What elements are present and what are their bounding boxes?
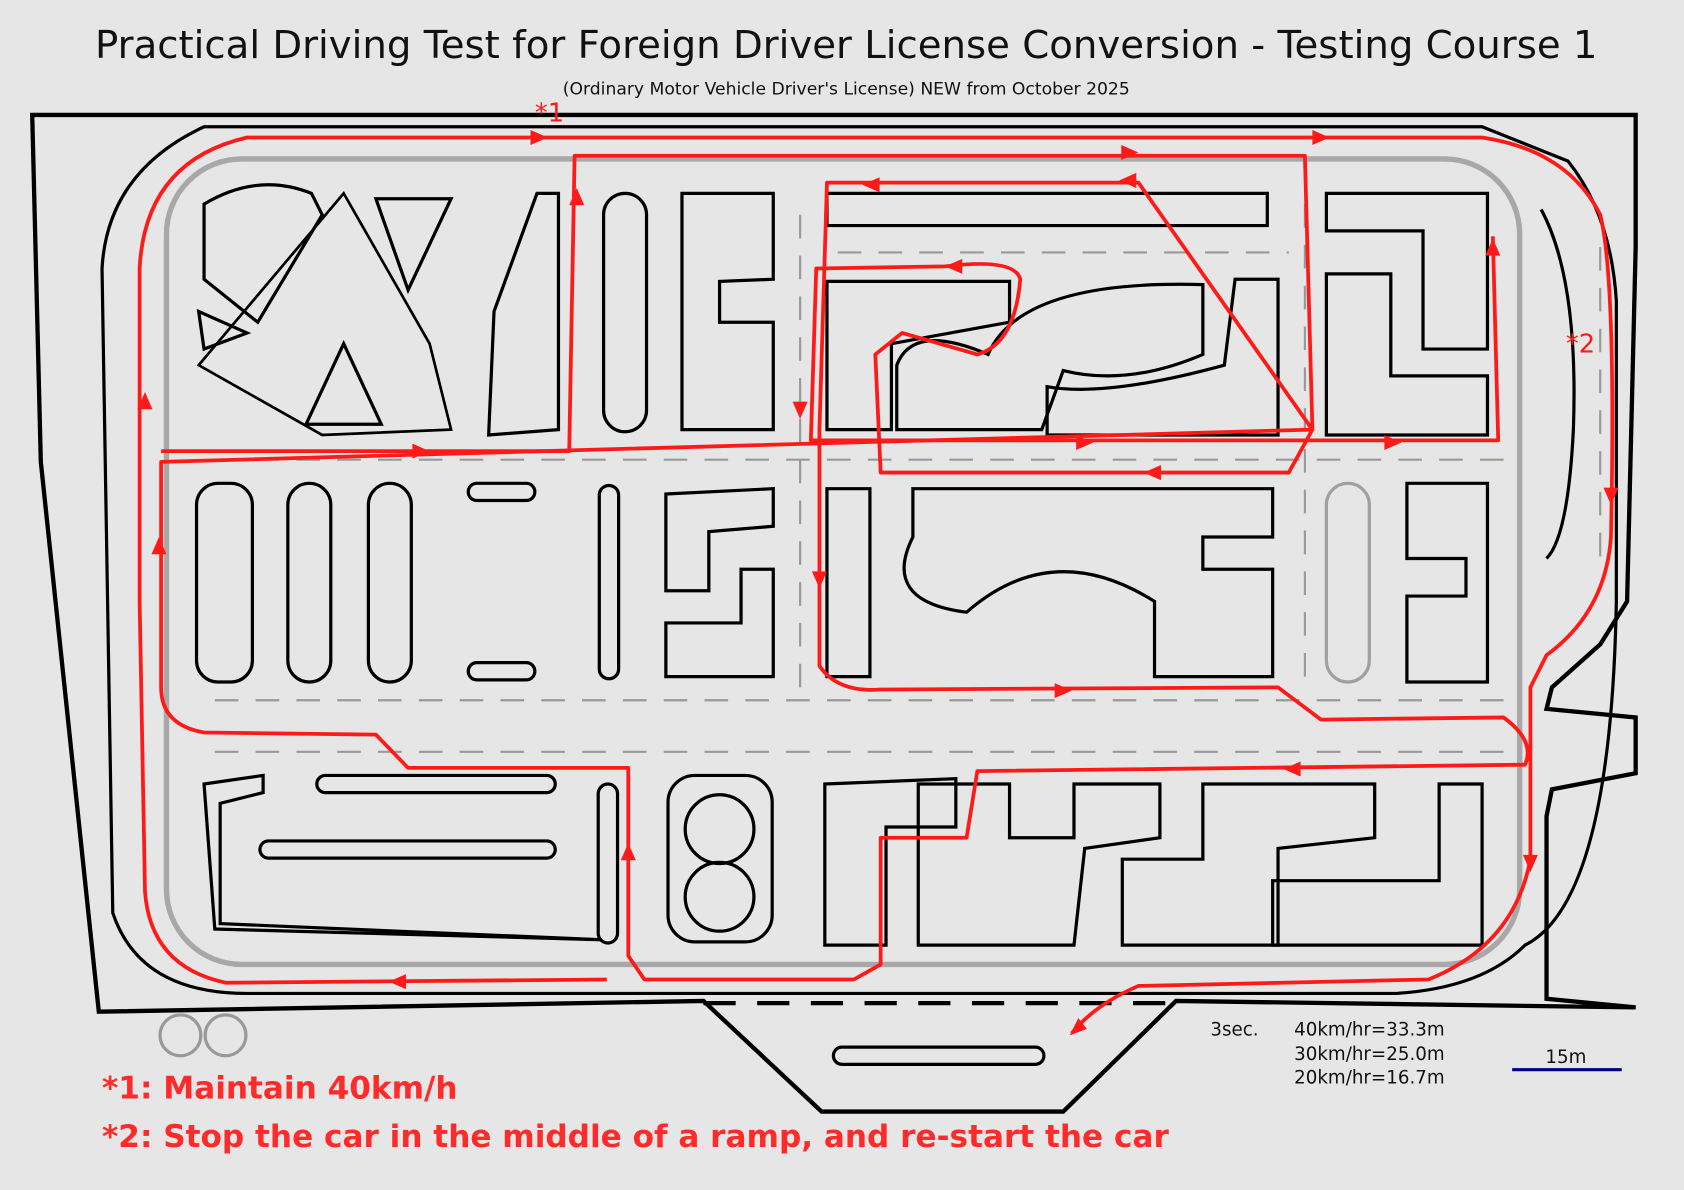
note-1: *1: Maintain 40km/h bbox=[102, 1071, 458, 1107]
stopping-distance-label: 3sec. bbox=[1210, 1019, 1258, 1040]
outer-curb bbox=[100, 125, 1618, 996]
page-subtitle: (Ordinary Motor Vehicle Driver's License… bbox=[563, 80, 1130, 100]
scale-label: 15m bbox=[1545, 1047, 1586, 1068]
marker-2: *2 bbox=[1566, 329, 1595, 359]
small-round-marker bbox=[158, 1013, 248, 1058]
course-blocks bbox=[194, 183, 1490, 1066]
driving-route bbox=[137, 135, 1615, 1035]
stopping-distance-row: 30km/hr=25.0m bbox=[1294, 1044, 1445, 1065]
stopping-distance-row: 40km/hr=33.3m bbox=[1294, 1019, 1445, 1040]
site-boundary bbox=[30, 112, 1638, 1114]
route-arrows bbox=[137, 129, 1619, 1036]
stopping-distance-row: 20km/hr=16.7m bbox=[1294, 1068, 1445, 1089]
outer-road-edge bbox=[163, 156, 1523, 968]
ramp-road bbox=[1539, 208, 1576, 560]
page-title: Practical Driving Test for Foreign Drive… bbox=[95, 23, 1597, 68]
lane-markings bbox=[214, 204, 1602, 753]
marker-1: *1 bbox=[535, 98, 564, 128]
note-2: *2: Stop the car in the middle of a ramp… bbox=[102, 1119, 1169, 1155]
